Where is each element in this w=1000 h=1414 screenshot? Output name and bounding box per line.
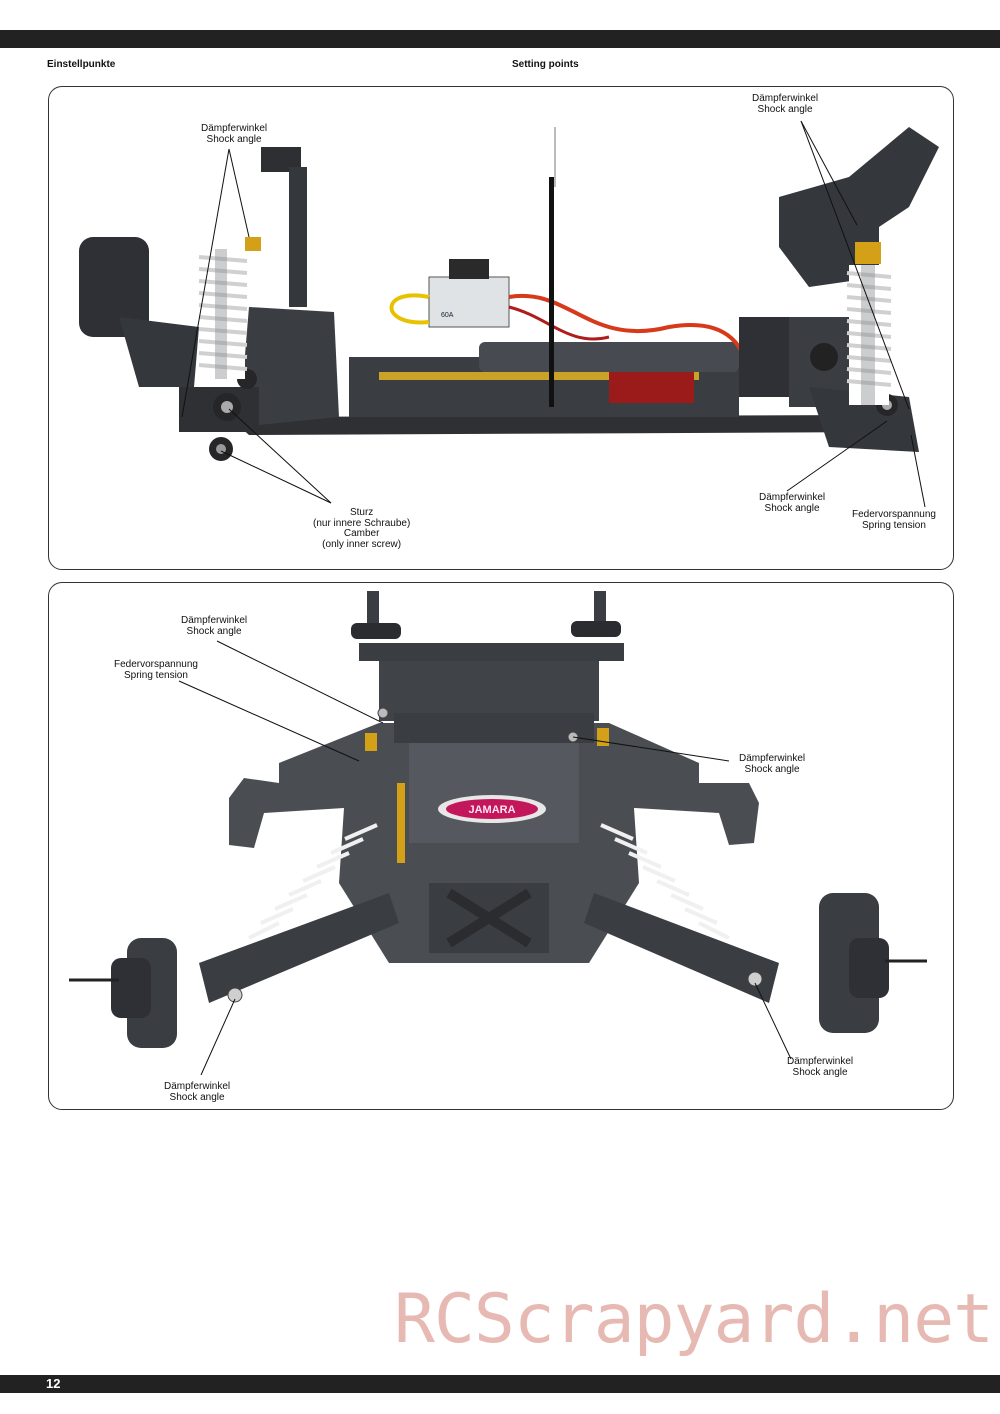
front-view-panel: JAMARA xyxy=(48,582,954,1110)
callout-camber: Sturz(nur innere Schraube) Camber(only i… xyxy=(313,507,411,550)
bottom-bar xyxy=(0,1375,1000,1393)
side-view-panel: 60A xyxy=(48,86,954,570)
page-number: 12 xyxy=(46,1376,61,1391)
top-bar xyxy=(0,30,1000,48)
header-title-en: Setting points xyxy=(512,59,579,70)
front-view-illustration: JAMARA xyxy=(69,591,927,1076)
watermark: RCScrapyard.net xyxy=(394,1280,994,1359)
header-title-de: Einstellpunkte xyxy=(47,59,116,70)
jamara-logo-text: JAMARA xyxy=(468,804,515,816)
esc-label: 60A xyxy=(441,312,454,319)
side-view-illustration: 60A xyxy=(79,120,939,508)
